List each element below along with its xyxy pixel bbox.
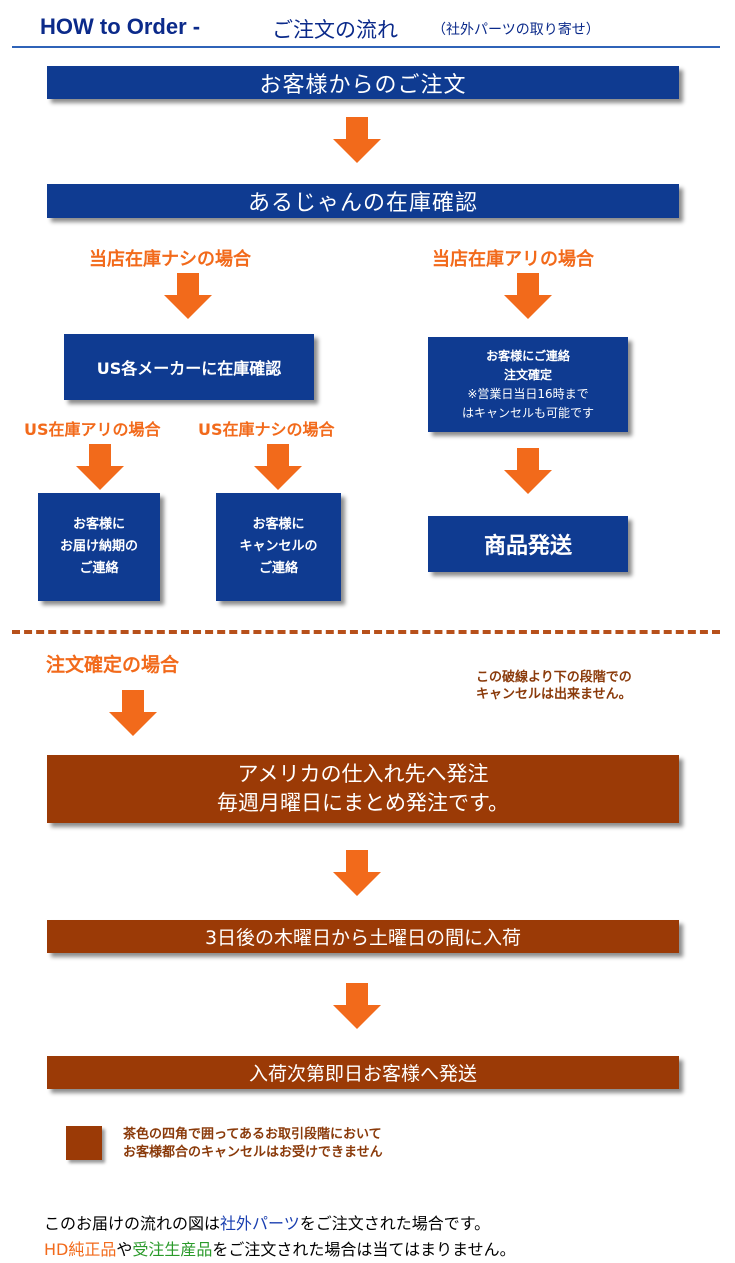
notify-cancel-box: お客様に キャンセルの ご連絡 [216, 493, 341, 601]
arrival-label: 3日後の木曜日から土曜日の間に入荷 [204, 927, 522, 949]
notify-cancel-line: お客様に [252, 517, 305, 532]
us-check-box: US各メーカーに在庫確認 [64, 334, 314, 400]
ship-product-box: 商品発送 [428, 516, 628, 572]
contact-confirm-box: お客様にご連絡 注文確定 ※営業日当日16時まで はキャンセルも可能です [428, 337, 628, 432]
notify-delivery-box: お客様に お届け納期の ご連絡 [38, 493, 160, 601]
legend-brown-square [66, 1126, 102, 1160]
notify-cancel-line: キャンセルの [239, 539, 318, 554]
arrow-to-dispatch [333, 983, 381, 1029]
dispatch-label: 入荷次第即日お客様へ発送 [248, 1063, 477, 1085]
arrow-no-stock [164, 273, 212, 319]
step-stock-check-label: あるじゃんの在庫確認 [247, 191, 478, 216]
step-order-box: お客様からのご注文 [47, 66, 679, 99]
legend-line: お客様都合のキャンセルはお受けできません [123, 1145, 383, 1160]
step-stock-check-box: あるじゃんの在庫確認 [47, 184, 679, 218]
branch-no-stock-label: 当店在庫ナシの場合 [89, 249, 251, 270]
notify-delivery-line: ご連絡 [79, 561, 119, 576]
legend-text: 茶色の四角で囲ってあるお取引段階において お客様都合のキャンセルはお受けできませ… [123, 1126, 383, 1162]
order-confirmed-label: 注文確定の場合 [46, 654, 180, 676]
us-order-line: アメリカの仕入れ先へ発注 [237, 762, 489, 786]
arrow-to-ship [504, 448, 552, 494]
contact-confirm-line: お客様にご連絡 [486, 348, 570, 363]
dispatch-box: 入荷次第即日お客様へ発送 [47, 1056, 679, 1089]
notify-cancel-line: ご連絡 [258, 561, 298, 576]
notify-delivery-line: お届け納期の [59, 539, 138, 554]
arrow-order-to-stock [333, 117, 381, 163]
cancel-cutoff-note: この破線より下の段階での キャンセルは出来ません。 [476, 669, 632, 703]
legend-line: 茶色の四角で囲ってあるお取引段階において [123, 1127, 382, 1142]
title-subtitle: （社外パーツの取り寄せ） [432, 22, 600, 38]
us-no-stock-label: US在庫ナシの場合 [198, 420, 335, 439]
arrow-us-in-stock [76, 444, 124, 490]
title-japanese: ご注文の流れ [272, 18, 398, 42]
arrow-in-stock [504, 273, 552, 319]
contact-confirm-line: ※営業日当日16時まで [467, 386, 589, 401]
footer-highlight-made-to-order: 受注生産品 [132, 1240, 213, 1259]
us-order-box: アメリカの仕入れ先へ発注 毎週月曜日にまとめ発注です。 [47, 755, 679, 823]
footer-highlight-aftermarket: 社外パーツ [220, 1214, 300, 1233]
footer-line-1: このお届けの流れの図は社外パーツをご注文された場合です。 [44, 1210, 490, 1234]
footer-text: このお届けの流れの図は [44, 1214, 221, 1233]
ship-product-label: 商品発送 [483, 534, 572, 559]
branch-in-stock-label: 当店在庫アリの場合 [432, 249, 594, 270]
arrow-us-no-stock [254, 444, 302, 490]
us-check-label: US各メーカーに在庫確認 [96, 359, 282, 378]
footer-line-2: HD純正品や受注生産品をご注文された場合は当てはまりません。 [44, 1236, 516, 1260]
footer-text: をご注文された場合です。 [299, 1214, 491, 1233]
step-order-label: お客様からのご注文 [259, 72, 467, 98]
us-order-line: 毎週月曜日にまとめ発注です。 [217, 791, 509, 815]
contact-confirm-line: はキャンセルも可能です [461, 405, 594, 420]
cancel-cutoff-line [12, 630, 720, 634]
arrival-box: 3日後の木曜日から土曜日の間に入荷 [47, 920, 679, 953]
footer-text: や [116, 1240, 133, 1259]
notify-delivery-line: お客様に [72, 517, 125, 532]
title-english: HOW to Order - [40, 14, 201, 39]
cancel-note-line: キャンセルは出来ません。 [476, 687, 632, 702]
us-in-stock-label: US在庫アリの場合 [24, 420, 161, 439]
cancel-note-line: この破線より下の段階での [476, 670, 632, 685]
footer-text: をご注文された場合は当てはまりません。 [212, 1240, 516, 1259]
arrow-confirmed [109, 690, 157, 736]
arrow-to-arrival [333, 850, 381, 896]
contact-confirm-line: 注文確定 [503, 367, 552, 382]
title-underline [12, 46, 720, 48]
footer-highlight-genuine: HD純正品 [44, 1240, 117, 1259]
